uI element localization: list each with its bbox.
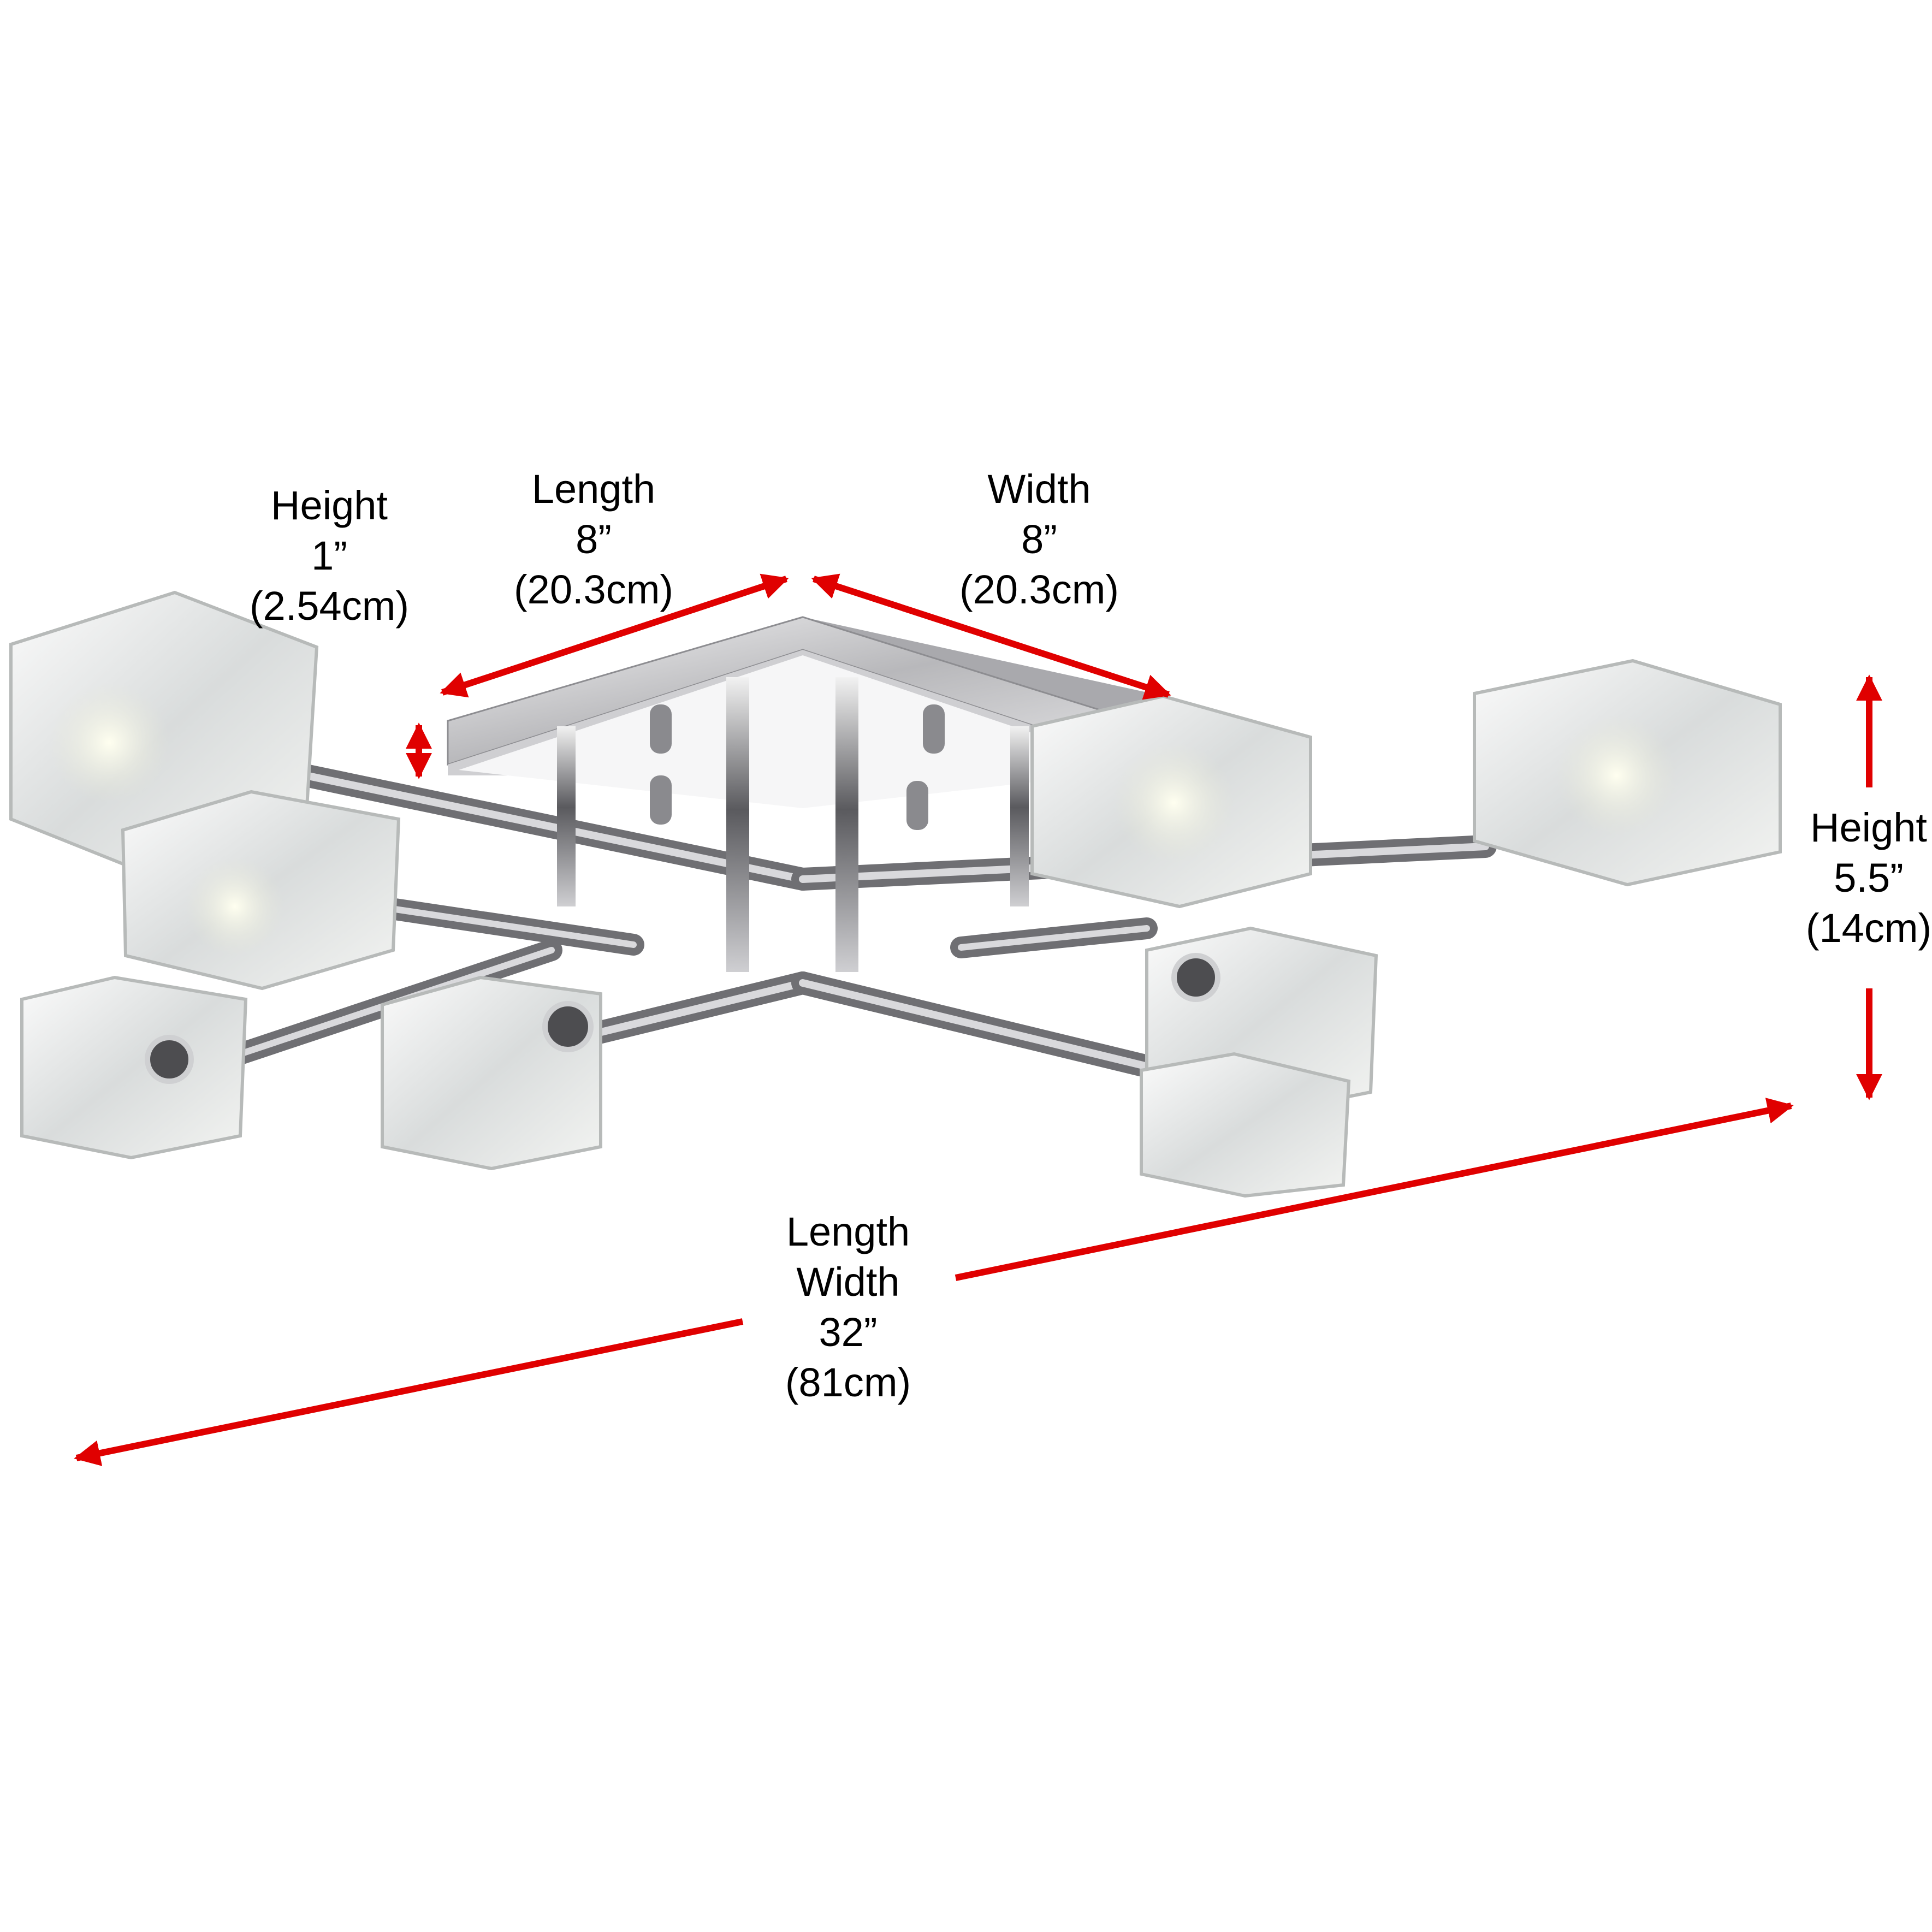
fixture-span-imperial: 32” — [819, 1309, 878, 1355]
span-arrow-right — [955, 1098, 1794, 1281]
arms — [197, 764, 1497, 1082]
canopy-width-imperial: 8” — [1021, 517, 1057, 562]
canopy-height-metric: (2.54cm) — [250, 583, 409, 629]
canopy-width-label: Width 8” (20.3cm) — [959, 464, 1119, 615]
canopy-width-title: Width — [987, 466, 1091, 512]
canopy-width-arrow — [811, 573, 1171, 700]
canopy-length-imperial: 8” — [576, 517, 612, 562]
fixture-span-label: Length Width 32” (81cm) — [785, 1207, 911, 1408]
canopy-length-metric: (20.3cm) — [514, 567, 673, 612]
fixture-height-metric: (14cm) — [1805, 905, 1932, 951]
canopy-length-label: Length 8” (20.3cm) — [514, 464, 673, 615]
fixture-height-title: Height — [1810, 805, 1927, 850]
canopy-height-label: Height 1” (2.54cm) — [250, 481, 409, 631]
canopy-length-title: Length — [531, 466, 656, 512]
fixture-height-imperial: 5.5” — [1834, 855, 1904, 900]
canopy-width-metric: (20.3cm) — [959, 567, 1119, 612]
span-arrow-left — [74, 1318, 744, 1466]
fixture-height-label: Height 5.5” (14cm) — [1806, 803, 1931, 953]
glass-shades — [9, 590, 1782, 1198]
dimension-arrows — [74, 573, 1882, 1466]
fixture-span-title-length: Length — [786, 1209, 910, 1254]
fixture-span-title-width: Width — [796, 1259, 900, 1305]
fixture-span-metric: (81cm) — [785, 1360, 911, 1405]
canopy-length-arrow — [440, 573, 789, 698]
canopy-height-title: Height — [271, 483, 388, 528]
canopy-height-imperial: 1” — [311, 533, 347, 578]
